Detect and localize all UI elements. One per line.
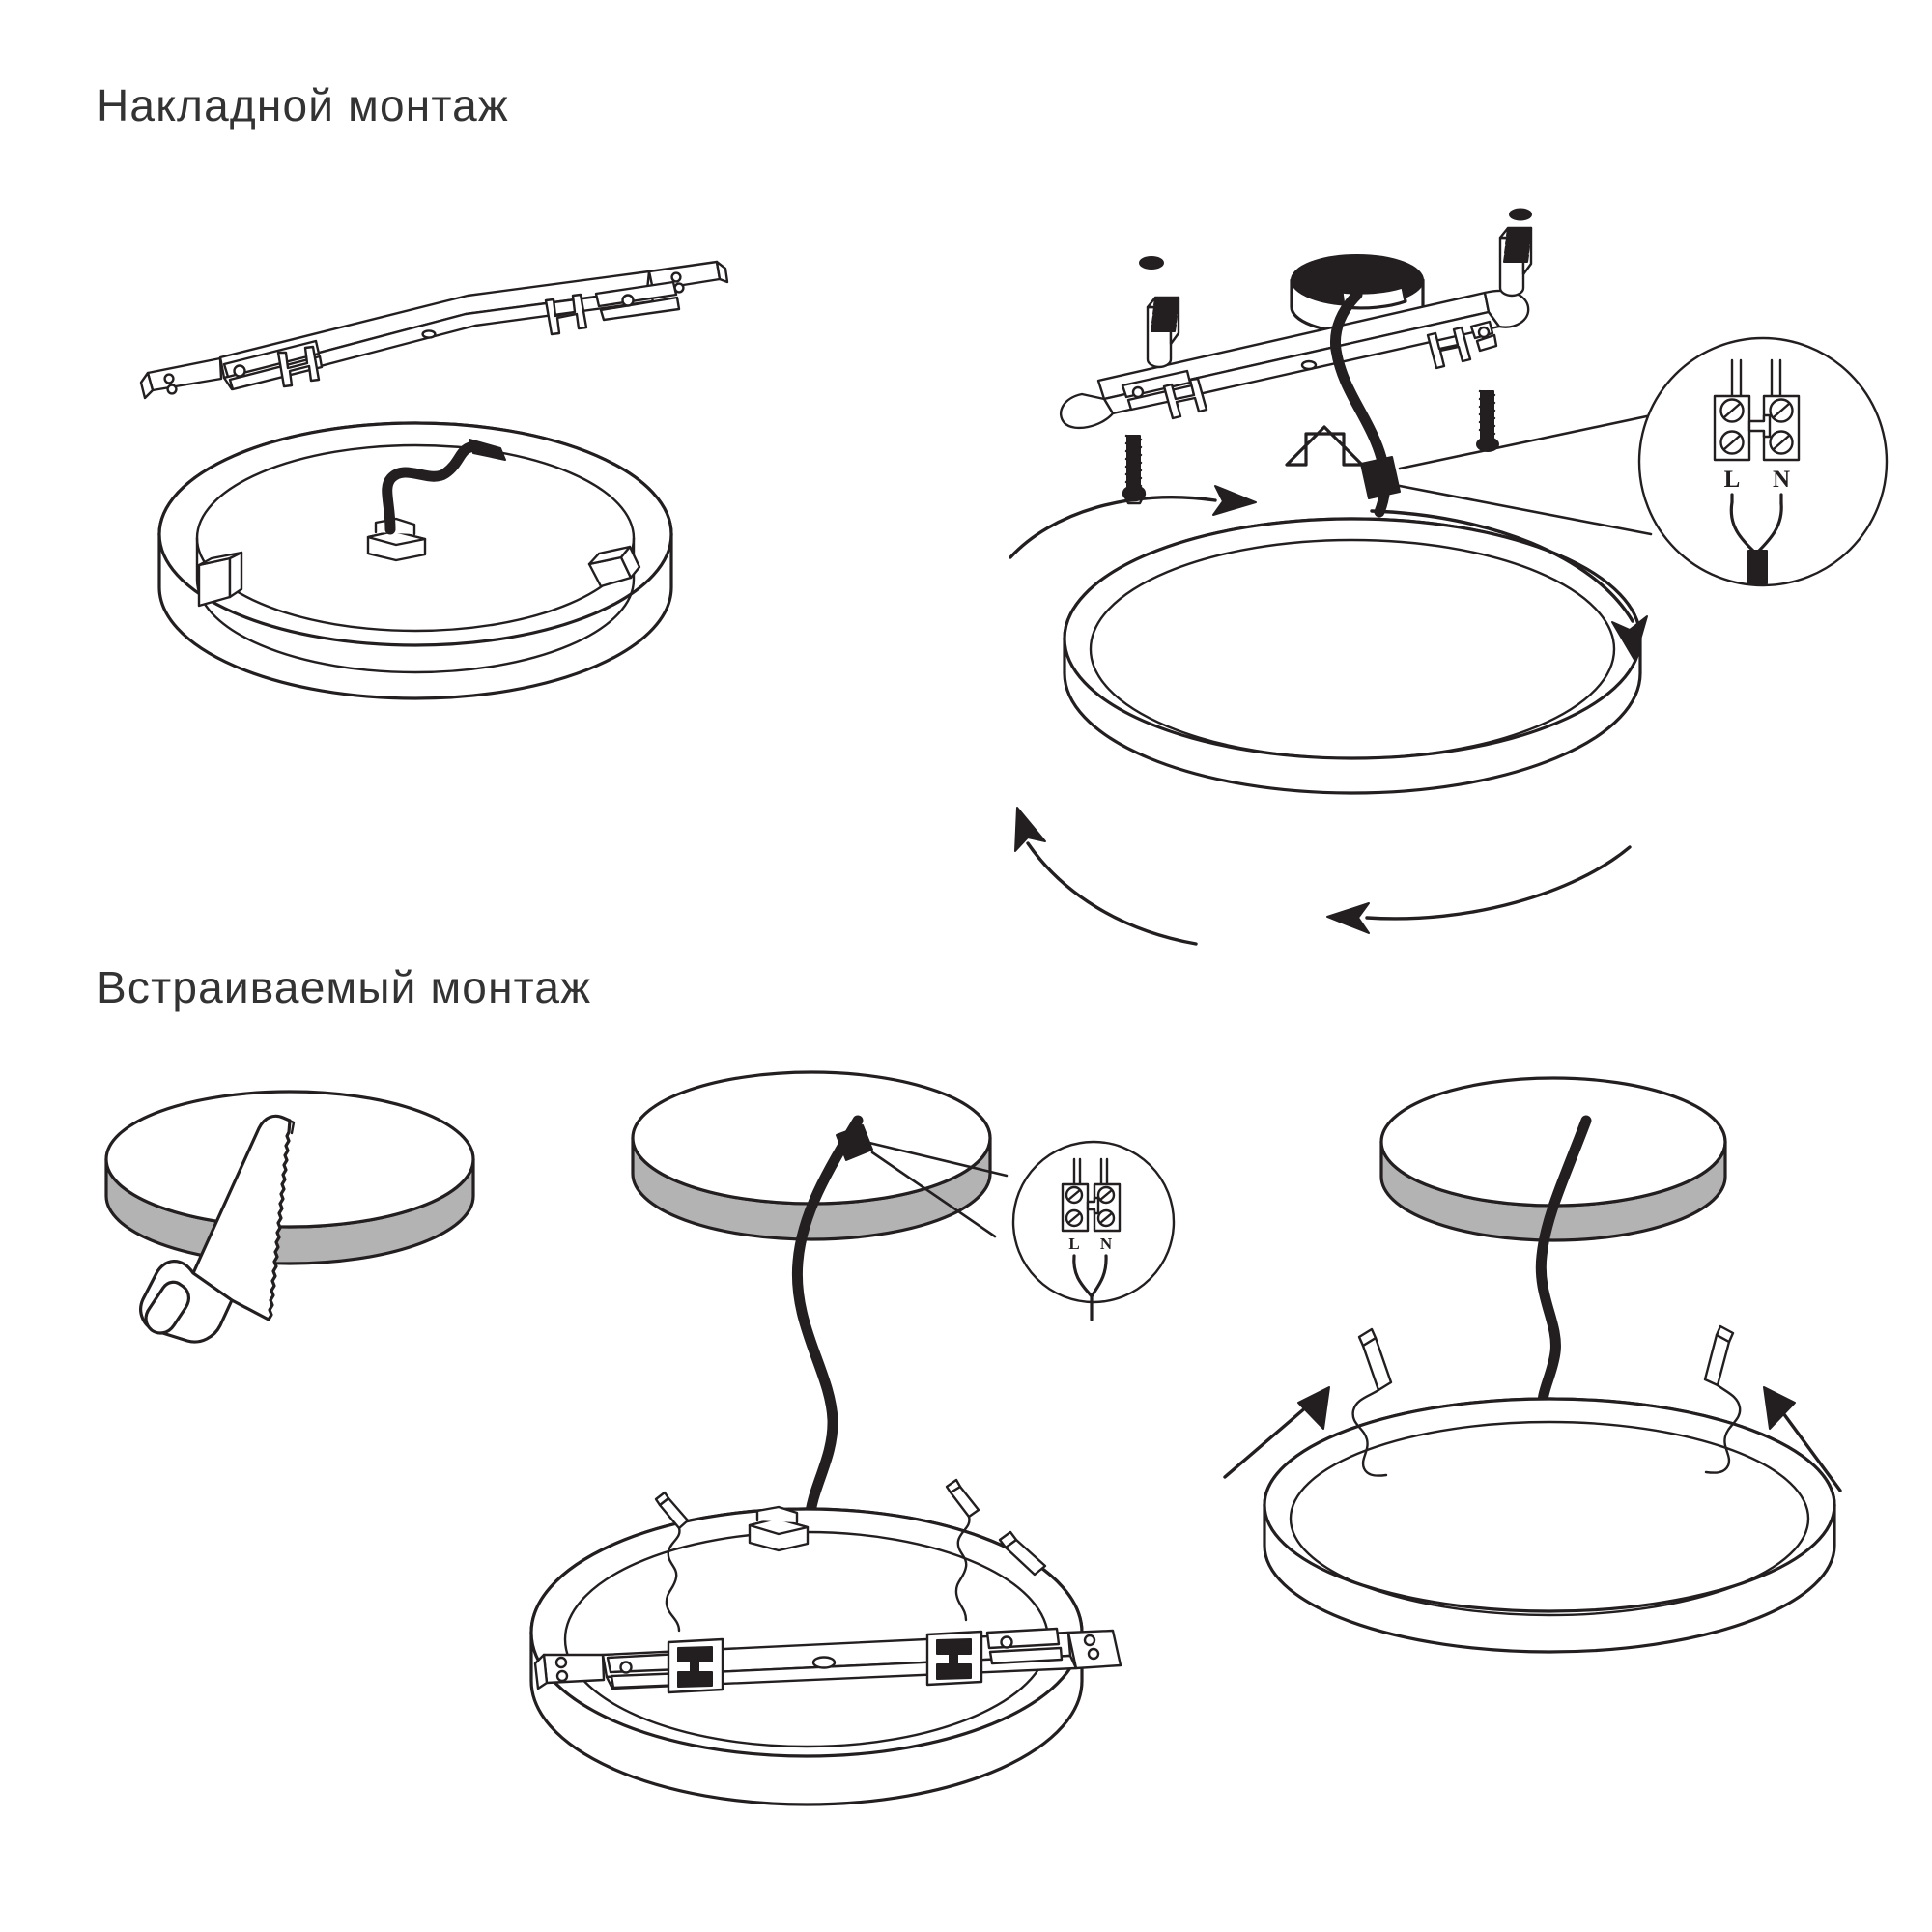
recessed-step-1-group: [104, 1090, 475, 1344]
ceiling-mounted-bracket: [1060, 289, 1530, 430]
screw-right: [1476, 389, 1499, 452]
push-arrow-left: [1223, 1386, 1330, 1479]
push-arrow-right: [1763, 1386, 1842, 1492]
luminaire-ring-with-brackets: [529, 1478, 1122, 1806]
surface-step-1-group: [139, 260, 729, 700]
terminal-label-live-small: L: [1068, 1235, 1079, 1253]
ring-cable-connector: [748, 1505, 810, 1552]
ceiling-hole-disc-3: [1379, 1076, 1727, 1242]
ring-hook-right: [998, 1530, 1047, 1577]
power-cable-recessed: [791, 1115, 864, 1526]
recessed-step-3-group: [1223, 1076, 1842, 1654]
terminal-detail-circle: L N: [1637, 336, 1889, 587]
luminaire-body: [1063, 517, 1642, 795]
detail-leader-lower-recessed: [870, 1151, 997, 1238]
rotation-arrows: [1009, 485, 1648, 946]
drill-hole-mark-right: [1509, 208, 1532, 221]
hand-saw: [139, 1114, 296, 1344]
spring-clip-right-3: [1703, 1324, 1742, 1474]
detail-leader-upper: [1398, 412, 1658, 470]
spring-clip-left-3: [1351, 1327, 1393, 1477]
recessed-step-2-group: L N: [529, 1070, 1176, 1806]
power-cable-recessed-3: [1535, 1115, 1592, 1418]
detail-leader-lower: [1398, 484, 1653, 536]
spring-clip-left: [654, 1491, 690, 1633]
screw-left: [1122, 434, 1147, 505]
terminal-label-live: L: [1724, 467, 1741, 493]
cable-connector: [1360, 456, 1401, 499]
wall-plug-right: [1498, 226, 1533, 298]
cable-connector-recessed: [836, 1124, 873, 1161]
surface-step-2-group: L N: [1009, 208, 1889, 946]
page-title-surface-mounting: Накладной монтаж: [97, 80, 509, 130]
ceiling-cable-outlet: [1290, 254, 1425, 334]
terminal-detail-circle-small: L N: [1011, 1140, 1176, 1321]
terminal-screws: [1719, 398, 1794, 455]
detail-leader-upper-recessed: [867, 1141, 1009, 1178]
mounting-bracket-bar: [139, 260, 729, 400]
terminal-label-neutral-small: N: [1100, 1235, 1113, 1253]
up-arrow-icon: [1285, 425, 1364, 467]
luminaire-body-recessed: [1263, 1397, 1836, 1654]
ceiling-hole-disc-1: [104, 1090, 475, 1265]
recessed-bracket-bar: [533, 1627, 1122, 1694]
spring-clip-right: [945, 1478, 980, 1622]
drill-hole-mark-left: [1139, 256, 1164, 270]
wall-plug-left: [1146, 296, 1180, 369]
page-title-recessed-mounting: Встраиваемый монтаж: [97, 962, 592, 1012]
luminaire-ring-with-cable: [157, 421, 673, 700]
terminal-label-neutral: N: [1773, 467, 1790, 493]
